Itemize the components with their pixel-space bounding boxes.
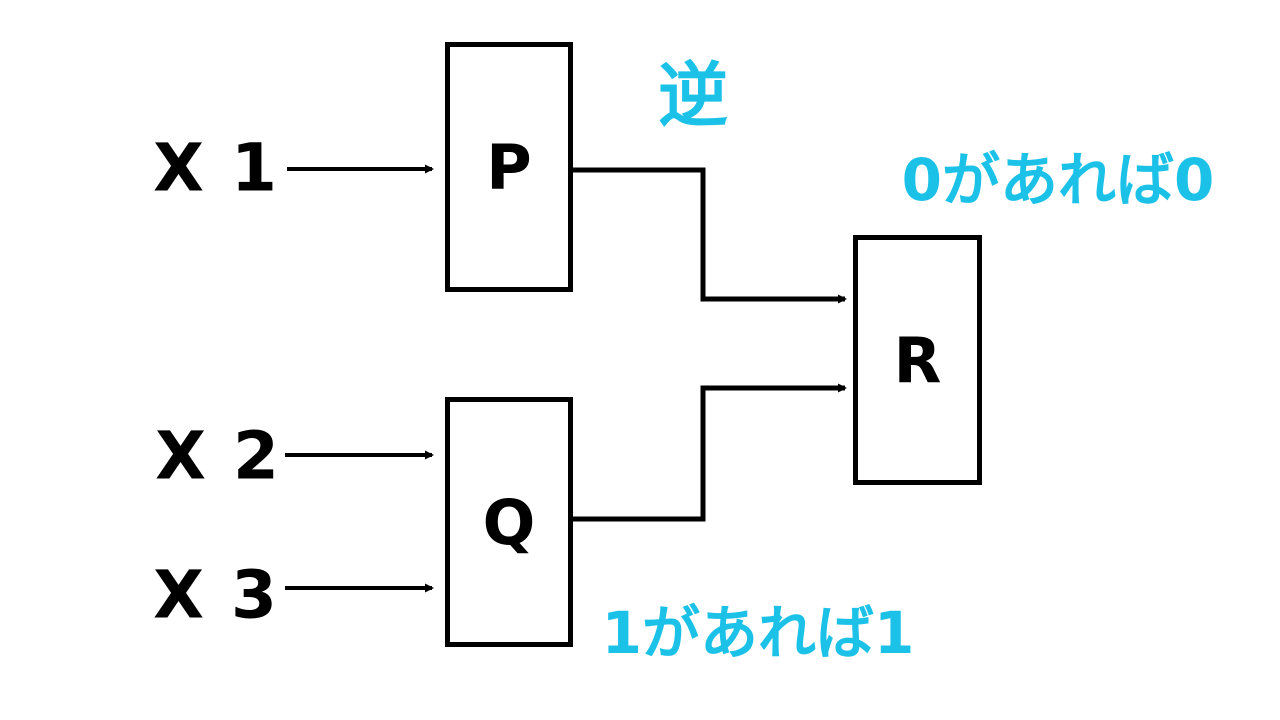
p-to-r-wire (573, 167, 847, 304)
input-label-x1: X 1 (153, 129, 279, 207)
node-label-p: P (486, 130, 532, 204)
annotation-zero-rule: 0があれば0 (901, 146, 1215, 214)
input-label-x3: X 3 (153, 556, 279, 634)
annotation-one-rule: 1があれば1 (601, 599, 915, 667)
annotation-gyaku: 逆 (658, 54, 728, 137)
q-to-r-wire (573, 383, 847, 522)
node-box-q: Q (445, 397, 573, 647)
input-label-x2: X 2 (155, 417, 281, 495)
node-label-r: R (893, 323, 942, 397)
node-box-r: R (853, 235, 982, 485)
node-label-q: Q (482, 485, 536, 559)
node-box-p: P (445, 42, 573, 292)
